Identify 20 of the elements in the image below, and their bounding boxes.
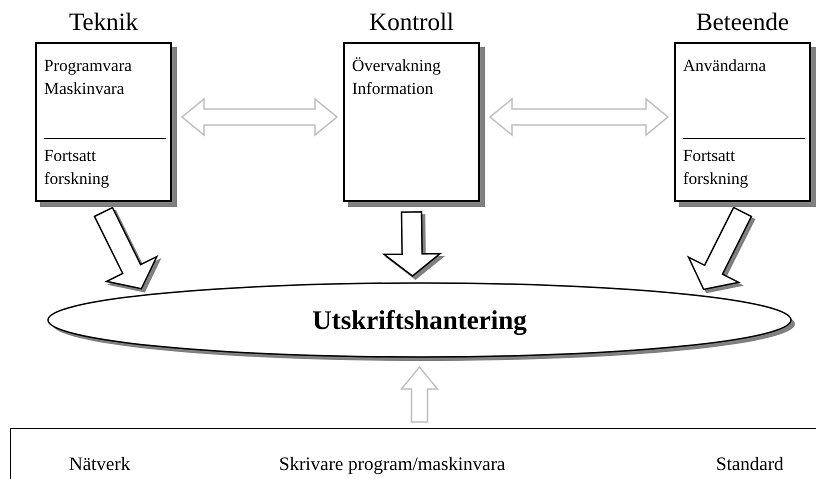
- column-heading: Teknik: [68, 8, 138, 38]
- card-text: Användarna: [683, 55, 768, 77]
- block-arrow: [686, 206, 752, 290]
- band-label: Skrivare program/maskinvara: [279, 453, 506, 477]
- block-arrow: [382, 211, 442, 277]
- column-heading: Beteende: [696, 8, 789, 38]
- column-heading: Kontroll: [369, 8, 454, 38]
- block-arrow: [180, 97, 338, 137]
- band-label: Nätverk: [69, 453, 130, 477]
- ellipse-label: Utskriftshantering: [312, 304, 527, 336]
- card-text: Fortsatt forskning: [683, 145, 750, 190]
- block-arrow: [400, 366, 440, 423]
- band-label: Standard: [716, 453, 784, 477]
- block-arrow: [94, 206, 158, 290]
- card-text: Programvara Maskinvara: [44, 55, 133, 100]
- ellipse: [47, 282, 792, 358]
- band-box: [10, 428, 816, 479]
- card-text: Fortsatt forskning: [44, 145, 110, 190]
- block-arrow: [488, 97, 670, 137]
- card-text: Övervakning Information: [352, 55, 442, 100]
